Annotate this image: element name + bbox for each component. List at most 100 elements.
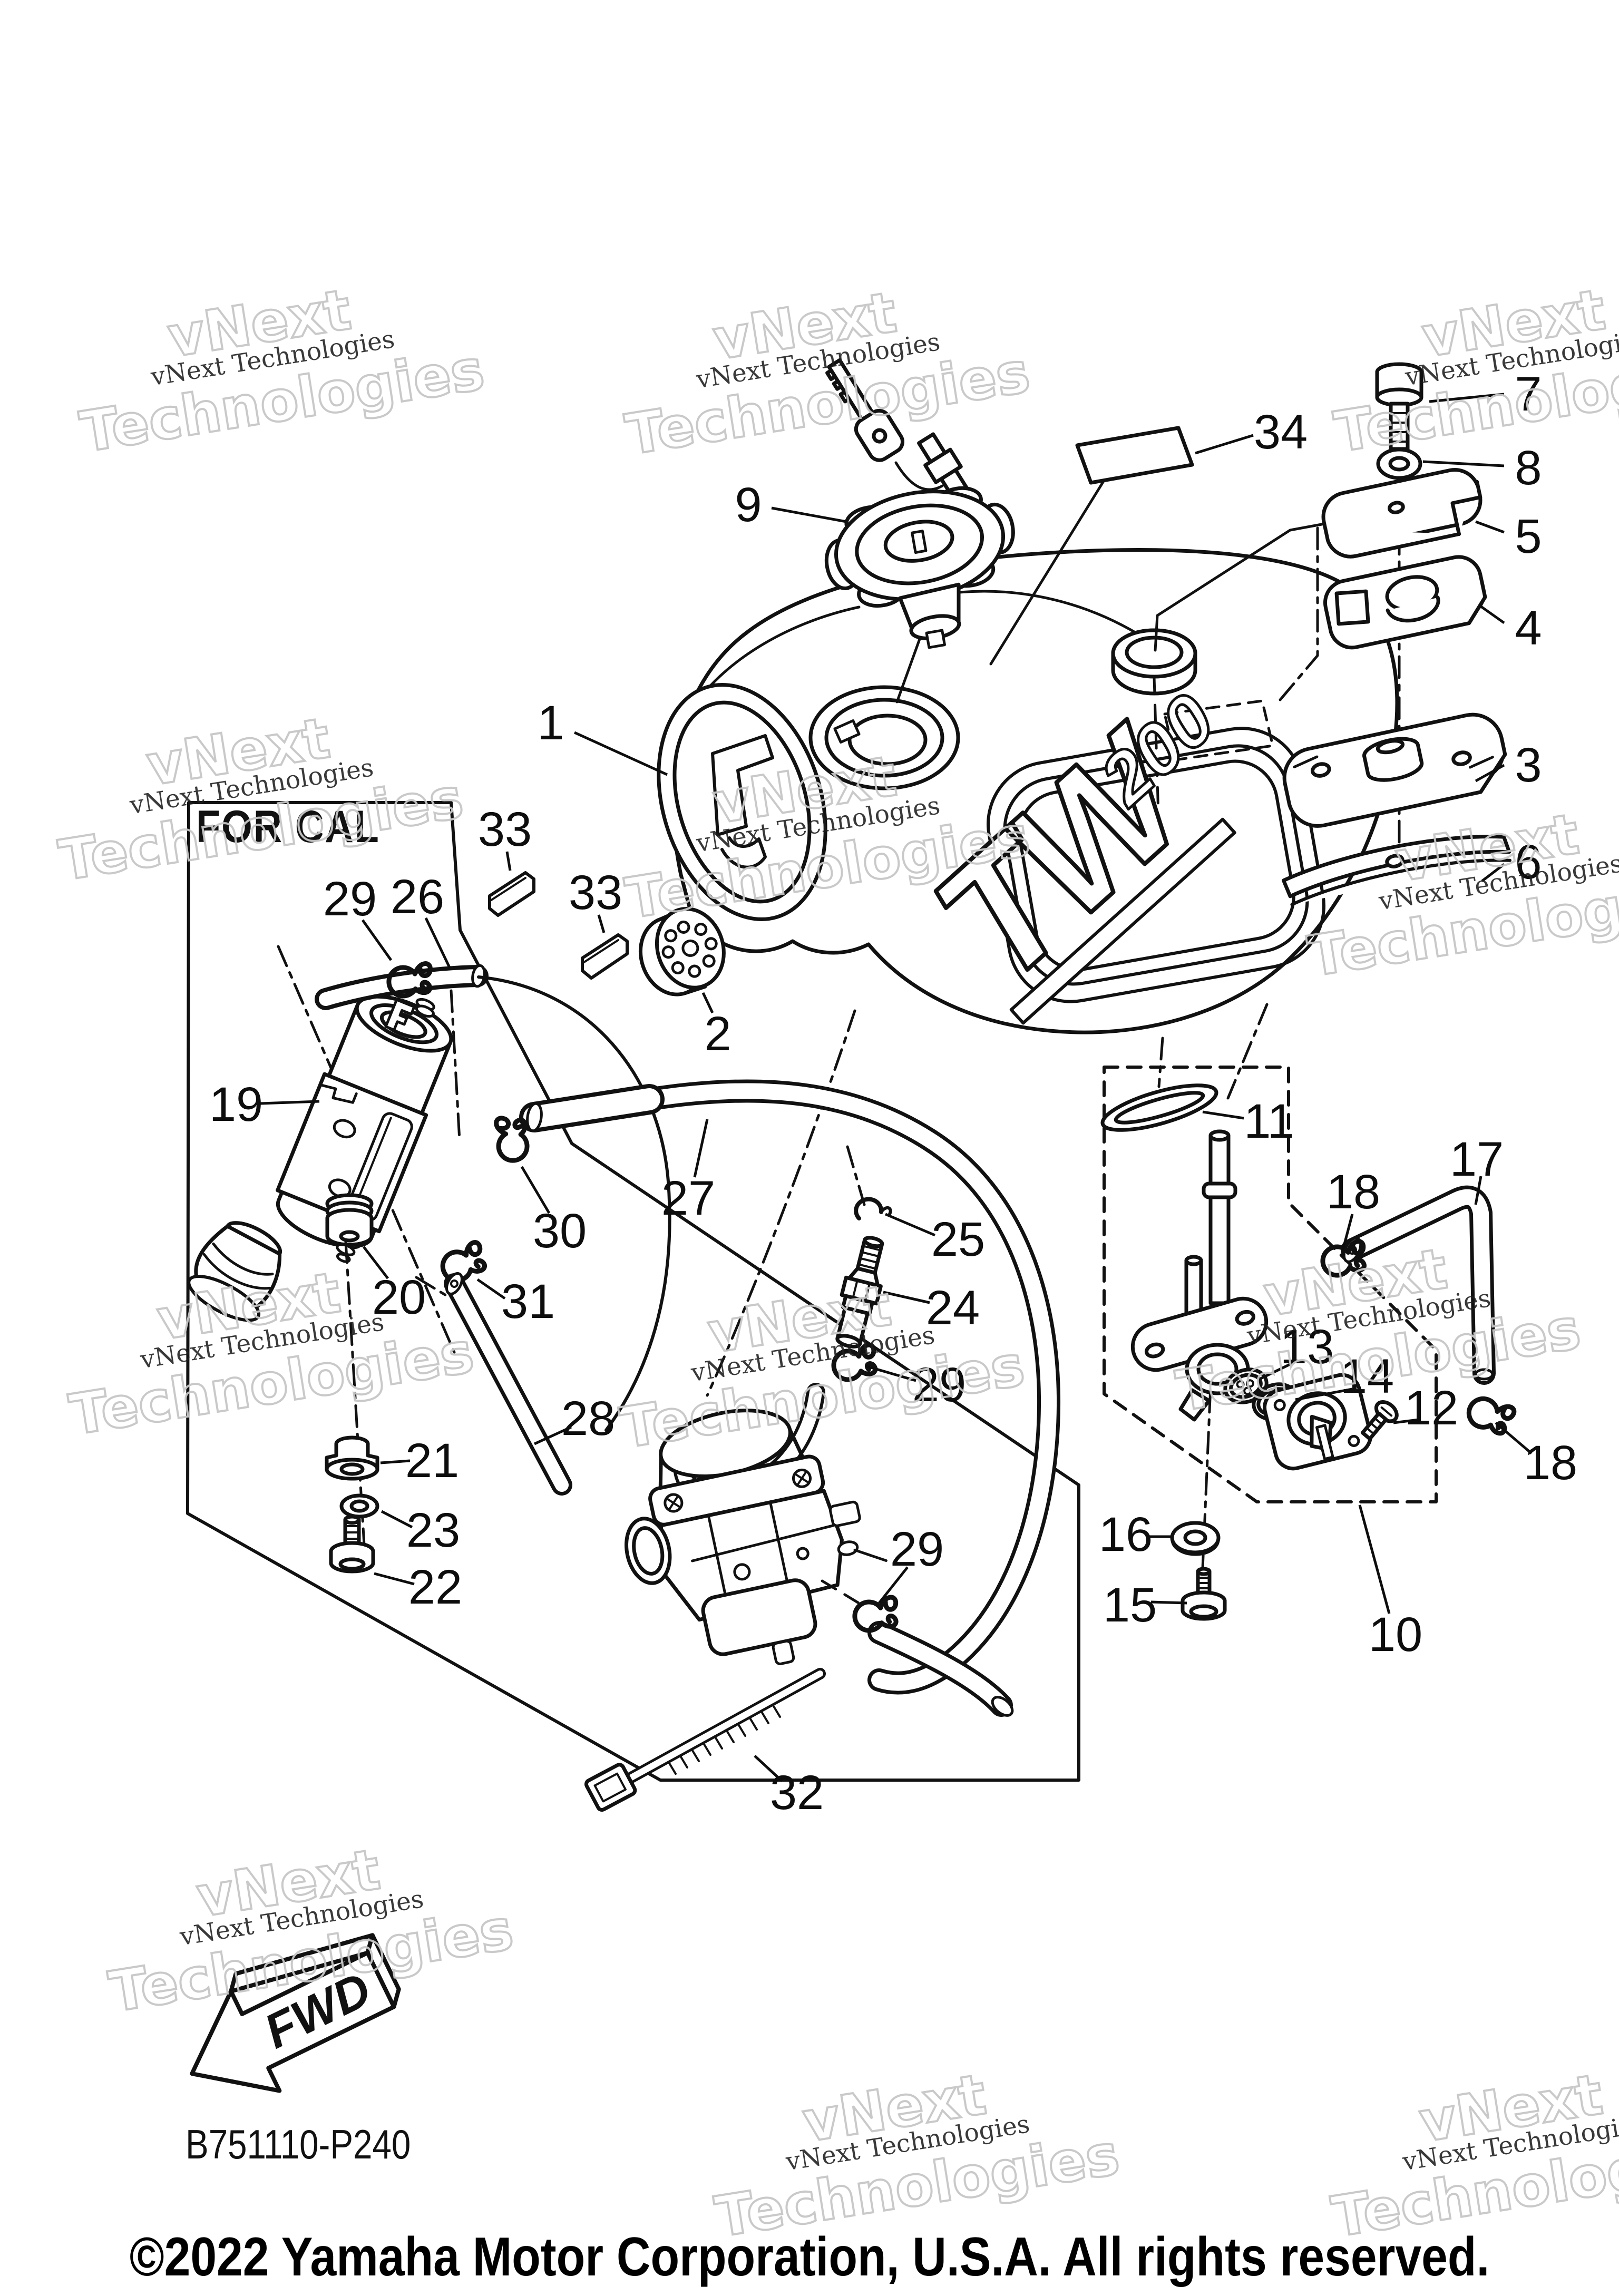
part-drawing-drain-bolt-15 bbox=[1181, 1567, 1227, 1621]
part-label-12: 12 bbox=[1405, 1381, 1458, 1435]
part-drawing-chip-33a bbox=[488, 871, 535, 917]
part-drawing-plate-5 bbox=[1321, 468, 1483, 559]
part-drawing-bolt-7 bbox=[1375, 362, 1423, 451]
part-label-11: 11 bbox=[1244, 1095, 1294, 1148]
part-label-9: 9 bbox=[735, 478, 762, 532]
part-label-18: 18 bbox=[1327, 1165, 1380, 1219]
leader-lines bbox=[260, 393, 1533, 1782]
copyright-line: ©2022 Yamaha Motor Corporation, U.S.A. A… bbox=[130, 2226, 1490, 2288]
leader-line-24 bbox=[883, 1291, 930, 1304]
part-drawing-valve-24 bbox=[835, 1236, 884, 1349]
part-drawing-collar-21 bbox=[325, 1435, 379, 1481]
part-label-30: 30 bbox=[533, 1204, 587, 1258]
part-drawing-emblem-34 bbox=[1075, 426, 1194, 485]
part-drawing-hose-17 bbox=[1341, 1185, 1496, 1385]
part-drawing-plate-6 bbox=[1282, 835, 1512, 906]
part-label-34: 34 bbox=[1254, 405, 1308, 459]
leader-line-4 bbox=[1478, 603, 1505, 624]
leader-line-8 bbox=[1422, 460, 1505, 467]
part-drawing-canister-19 bbox=[276, 994, 453, 1263]
leader-line-28 bbox=[533, 1425, 572, 1445]
part-drawing-clip-18b bbox=[1466, 1396, 1516, 1436]
part-label-22: 22 bbox=[408, 1560, 462, 1614]
part-label-32: 32 bbox=[770, 1766, 824, 1820]
leader-line-20 bbox=[363, 1246, 389, 1279]
leader-line-31 bbox=[476, 1278, 506, 1300]
part-label-17: 17 bbox=[1450, 1132, 1504, 1186]
leader-line-2 bbox=[701, 992, 714, 1014]
part-drawing-grommet-2 bbox=[638, 907, 726, 996]
part-drawing-damper-20 bbox=[325, 1193, 374, 1247]
part-label-3: 3 bbox=[1515, 738, 1542, 792]
leader-line-21 bbox=[380, 1459, 411, 1464]
part-label-6: 6 bbox=[1515, 835, 1542, 889]
part-label-14: 14 bbox=[1340, 1350, 1394, 1403]
leader-line-25 bbox=[885, 1213, 935, 1237]
leader-line-11 bbox=[1202, 1110, 1244, 1120]
diagram-line-art: TW 200 bbox=[186, 358, 1516, 1812]
part-label-33: 33 bbox=[478, 803, 532, 856]
part-label-15: 15 bbox=[1103, 1578, 1157, 1632]
leader-line-34 bbox=[1195, 434, 1254, 455]
part-label-29: 29 bbox=[890, 1522, 944, 1576]
part-drawing-bracket-3 bbox=[1282, 712, 1507, 828]
leader-line-30 bbox=[520, 1166, 551, 1214]
part-drawing-clamp-30 bbox=[494, 1114, 531, 1162]
part-label-16: 16 bbox=[1099, 1508, 1153, 1561]
leader-line-15 bbox=[1150, 1600, 1187, 1605]
part-drawing-lever-plate bbox=[1263, 1373, 1372, 1471]
part-label-5: 5 bbox=[1515, 510, 1542, 563]
leader-line-27 bbox=[693, 1119, 709, 1178]
leader-line-5 bbox=[1475, 520, 1505, 534]
drawing-code: B751110-P240 bbox=[186, 2122, 411, 2168]
leader-line-6 bbox=[1481, 863, 1505, 882]
part-label-21: 21 bbox=[405, 1434, 459, 1488]
part-label-13: 13 bbox=[1280, 1320, 1334, 1374]
leader-line-29 bbox=[878, 1566, 909, 1604]
leader-line-9 bbox=[771, 506, 847, 523]
part-drawing-washer-8 bbox=[1376, 447, 1422, 480]
leader-line-26 bbox=[424, 917, 452, 970]
part-label-33: 33 bbox=[569, 866, 622, 920]
part-label-2: 2 bbox=[704, 1007, 731, 1061]
part-label-24: 24 bbox=[926, 1281, 980, 1335]
leader-line-17 bbox=[1474, 1176, 1483, 1205]
petcock-dashed-box bbox=[1103, 1066, 1438, 1503]
leader-line-29 bbox=[865, 1364, 916, 1382]
leader-line-14 bbox=[1295, 1388, 1353, 1401]
part-drawing-fuel-cap bbox=[824, 358, 1015, 649]
part-label-7: 7 bbox=[1515, 367, 1542, 421]
part-label-31: 31 bbox=[501, 1275, 555, 1328]
part-label-10: 10 bbox=[1369, 1608, 1422, 1662]
part-drawing-gasket-11 bbox=[1100, 1083, 1218, 1132]
leader-line-3 bbox=[1475, 764, 1505, 783]
part-drawing-petcock bbox=[1130, 1129, 1269, 1422]
leader-line-18 bbox=[1341, 1214, 1354, 1250]
leader-line-18 bbox=[1495, 1422, 1533, 1454]
part-label-25: 25 bbox=[931, 1213, 985, 1266]
leader-line-7 bbox=[1429, 393, 1505, 403]
leader-line-10 bbox=[1358, 1504, 1391, 1614]
part-drawing-damper-4 bbox=[1323, 555, 1487, 650]
filler-neck bbox=[808, 685, 960, 790]
part-drawing-screw-12 bbox=[1360, 1400, 1399, 1441]
part-drawing-chip-33b bbox=[581, 933, 629, 980]
leader-line-32 bbox=[754, 1755, 783, 1782]
leader-line-19 bbox=[260, 1100, 320, 1105]
part-label-29: 29 bbox=[912, 1358, 966, 1412]
part-label-28: 28 bbox=[561, 1392, 615, 1445]
part-drawing-carburetor bbox=[625, 1409, 887, 1665]
part-drawing-fuel-tank: TW 200 bbox=[657, 451, 1399, 1034]
leader-line-22 bbox=[374, 1572, 415, 1586]
part-drawing-bolt-22 bbox=[329, 1515, 375, 1574]
part-label-20: 20 bbox=[372, 1271, 426, 1324]
